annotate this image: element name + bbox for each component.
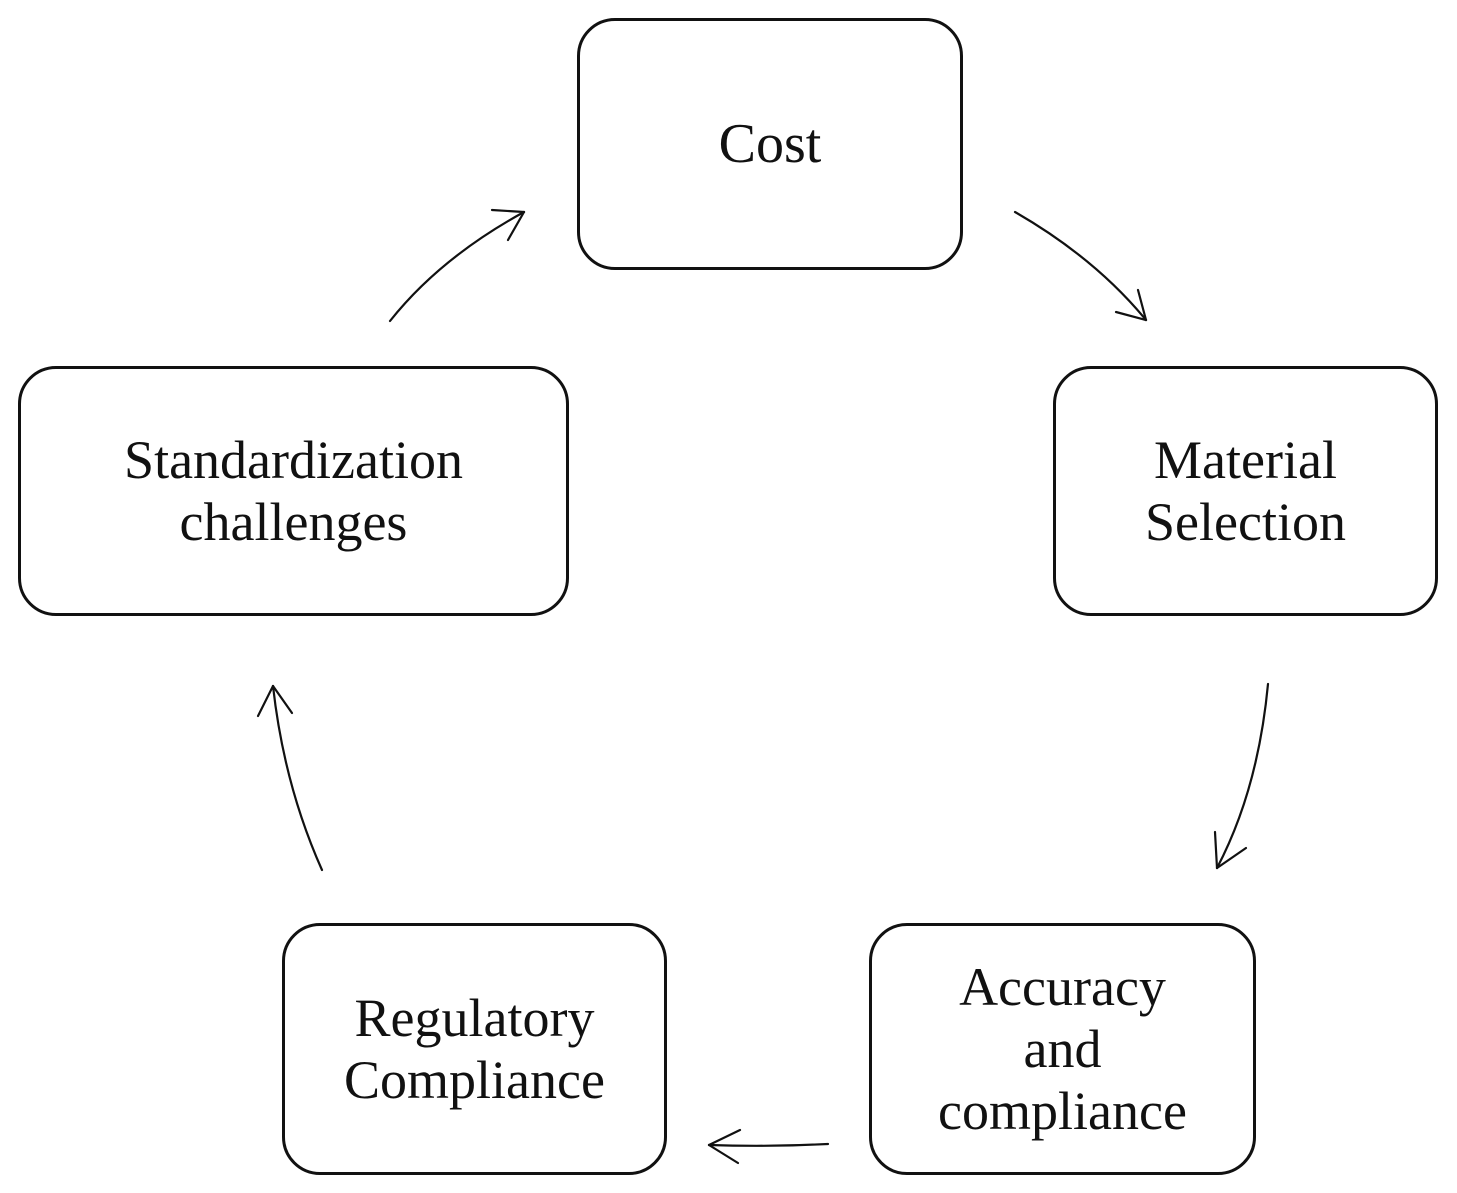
- node-cost: Cost: [577, 18, 963, 270]
- arrow-accuracy-to-regulatory: [707, 1128, 830, 1165]
- node-regulatory-compliance: Regulatory Compliance: [282, 923, 667, 1175]
- arrow-regulatory-to-standardization: [256, 684, 324, 872]
- node-accuracy-and-compliance: Accuracy and compliance: [869, 923, 1256, 1175]
- arrow-cost-to-material: [1013, 210, 1148, 322]
- node-accuracy-label-line3: compliance: [938, 1081, 1187, 1142]
- node-standardization-label-line2: challenges: [179, 492, 408, 552]
- node-material-label-line1: Material: [1154, 429, 1337, 490]
- node-standardization-challenges: Standardization challenges: [18, 366, 569, 616]
- node-material-label-line2: Selection: [1145, 492, 1346, 552]
- node-accuracy-label-line2: and: [1023, 1018, 1102, 1079]
- node-cost-label: Cost: [718, 112, 822, 175]
- node-material-selection: Material Selection: [1053, 366, 1438, 616]
- node-regulatory-label-line2: Compliance: [344, 1050, 605, 1110]
- node-standardization-label-line1: Standardization: [124, 429, 463, 490]
- node-regulatory-label-line1: Regulatory: [354, 987, 595, 1048]
- arrow-standardization-to-cost: [388, 208, 526, 323]
- arrow-material-to-accuracy: [1213, 682, 1270, 870]
- node-accuracy-label-line1: Accuracy: [959, 956, 1166, 1017]
